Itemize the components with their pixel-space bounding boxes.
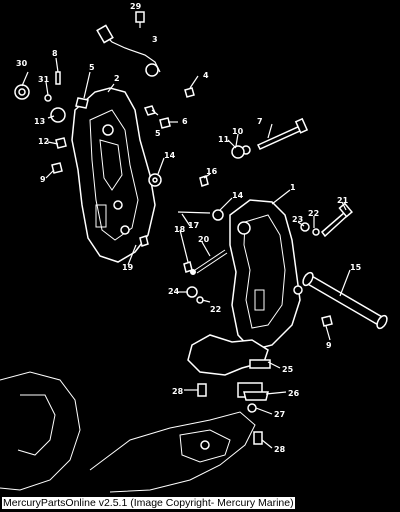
- callout-28-upper: 28: [172, 387, 184, 396]
- callout-23: 23: [292, 215, 303, 224]
- callout-16: 16: [206, 167, 218, 176]
- callout-10: 10: [232, 127, 244, 136]
- callout-24: 24: [168, 287, 180, 296]
- callout-14-upper: 14: [164, 151, 176, 160]
- callout-17: 17: [188, 221, 199, 230]
- callout-5-upper: 5: [89, 63, 95, 72]
- callout-18: 18: [174, 225, 186, 234]
- part-screws-28: [197, 383, 263, 445]
- callout-8: 8: [52, 49, 58, 58]
- part-lower-housing: [0, 371, 256, 493]
- callout-31: 31: [38, 75, 50, 84]
- callout-21: 21: [337, 196, 349, 205]
- callout-25: 25: [282, 365, 294, 374]
- callout-14-lower: 14: [232, 191, 244, 200]
- part-support-25: [187, 334, 271, 376]
- callout-6: 6: [182, 117, 188, 126]
- callout-15: 15: [350, 263, 362, 272]
- callout-11: 11: [218, 135, 230, 144]
- callout-26: 26: [288, 389, 300, 398]
- copyright-caption: MercuryPartsOnline v2.5.1 (Image Copyrig…: [2, 497, 295, 509]
- callout-27: 27: [274, 410, 285, 419]
- callout-2: 2: [114, 74, 120, 83]
- callout-5-lower: 5: [155, 129, 161, 138]
- part-bolt-21: [320, 202, 353, 238]
- callout-20: 20: [198, 235, 210, 244]
- leader-lines: [21, 57, 351, 449]
- callout-22-upper: 22: [308, 209, 319, 218]
- callout-labels: 29 3 8 30 31 5 2 4 13 5 6 7 10 11 12 14 …: [16, 2, 362, 454]
- callout-9-right: 9: [326, 341, 332, 350]
- callout-3: 3: [152, 35, 158, 44]
- callout-7: 7: [257, 117, 263, 126]
- callout-22-lower: 22: [210, 305, 221, 314]
- copyright-caption-text: MercuryPartsOnline v2.5.1 (Image Copyrig…: [2, 497, 295, 509]
- callout-12: 12: [38, 137, 49, 146]
- part-fastener-27: [247, 403, 257, 413]
- part-washers-14: [148, 173, 224, 221]
- callout-9-left: 9: [40, 175, 46, 184]
- callout-4: 4: [203, 71, 209, 80]
- callout-19: 19: [122, 263, 134, 272]
- part-block-26: [237, 382, 269, 401]
- callout-28-lower: 28: [274, 445, 286, 454]
- callout-29: 29: [130, 2, 142, 11]
- part-bolt-7: [256, 117, 309, 150]
- callout-30: 30: [16, 59, 28, 68]
- part-wire-harness: [96, 11, 161, 77]
- part-tilt-tube: [302, 271, 388, 330]
- part-left-transom-bracket: [71, 87, 156, 263]
- part-right-transom-bracket: [229, 199, 301, 351]
- callout-13: 13: [34, 117, 45, 126]
- callout-1: 1: [290, 183, 296, 192]
